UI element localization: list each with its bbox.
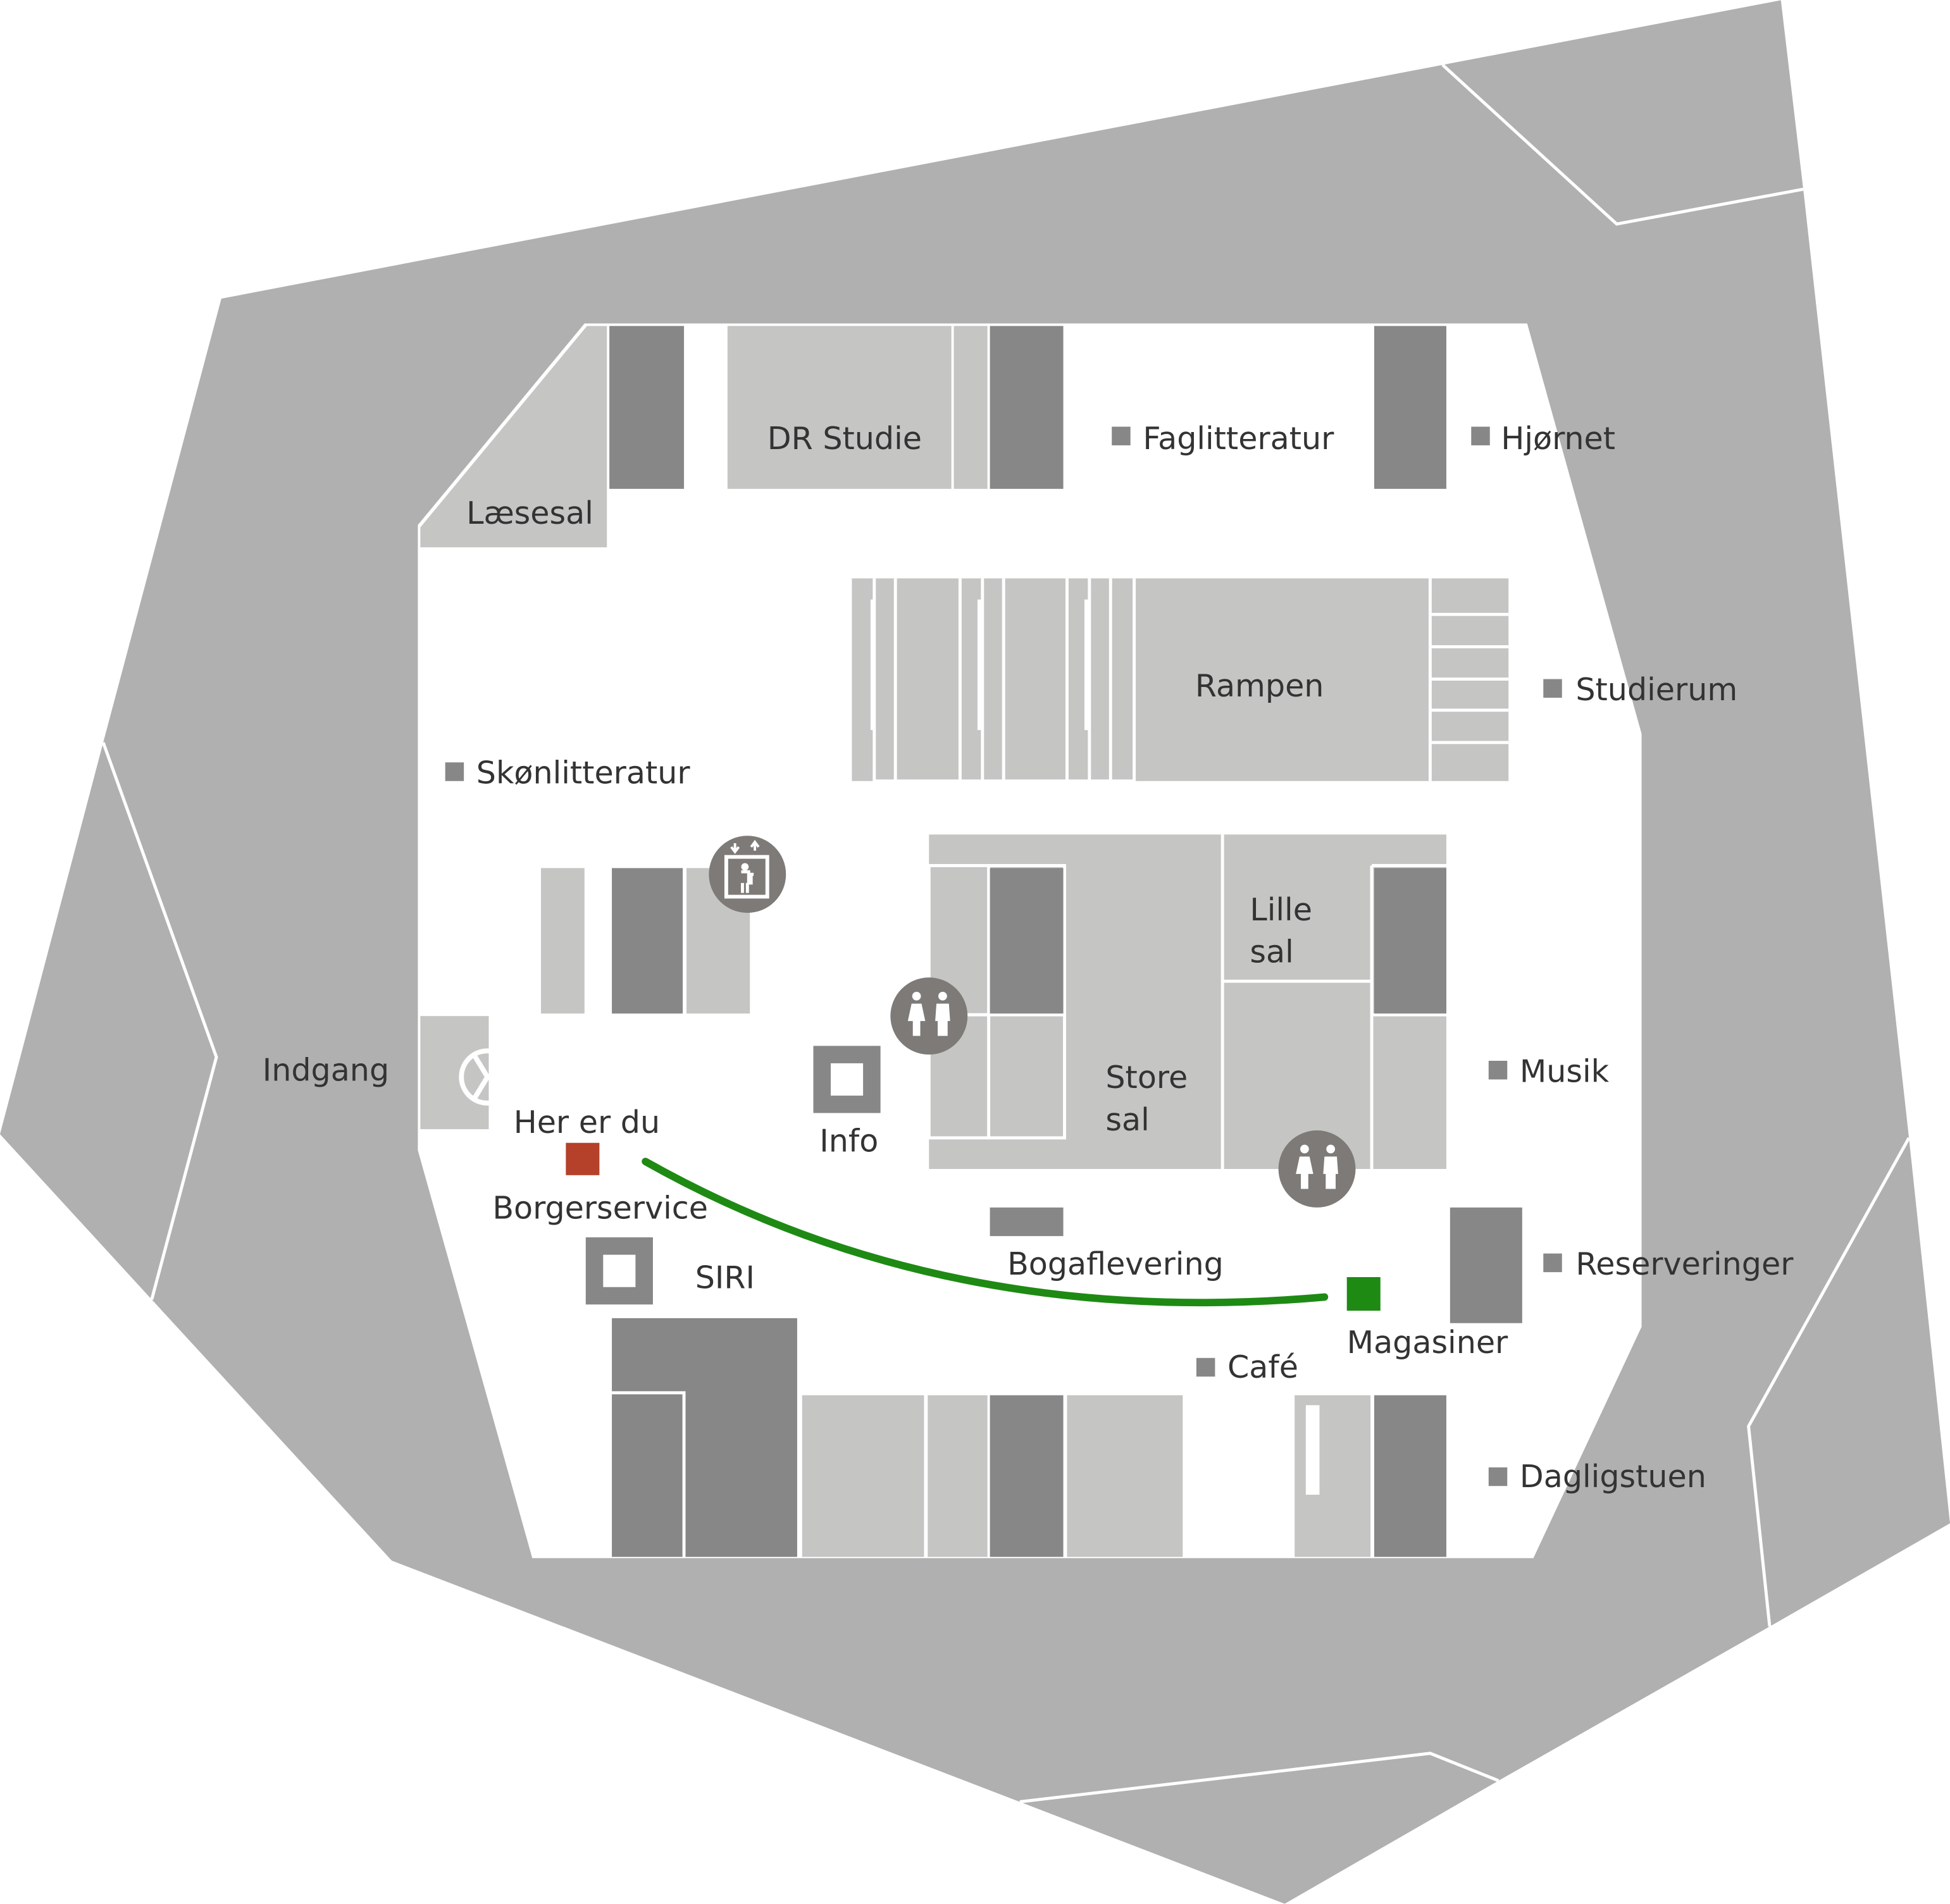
label-store-sal[interactable]: Store <box>1105 1059 1188 1096</box>
label-bogaflevering[interactable]: Bogaflevering <box>1007 1246 1224 1282</box>
destination-marker <box>1346 1277 1381 1311</box>
label-info[interactable]: Info <box>819 1122 878 1159</box>
label-magasiner[interactable]: Magasiner <box>1347 1324 1508 1361</box>
rooms <box>420 326 1522 1557</box>
label-cafe[interactable]: Café <box>1227 1349 1298 1385</box>
label-siri[interactable]: SIRI <box>695 1259 755 1296</box>
label-rampen[interactable]: Rampen <box>1195 667 1324 704</box>
laesesal-room <box>420 326 607 548</box>
you-are-here-marker <box>566 1142 600 1175</box>
label-store-sal-2[interactable]: sal <box>1105 1101 1149 1138</box>
label-bullets <box>445 426 1562 1487</box>
toilet-icon[interactable] <box>890 977 968 1055</box>
label-reserveringer[interactable]: Reserveringer <box>1575 1246 1794 1282</box>
label-musik[interactable]: Musik <box>1520 1053 1610 1089</box>
label-studierum[interactable]: Studierum <box>1575 671 1737 708</box>
toilet-icon[interactable] <box>1278 1130 1356 1208</box>
label-skonlitteratur[interactable]: Skønlitteratur <box>476 755 691 791</box>
label-faglitteratur[interactable]: Faglitteratur <box>1143 420 1334 457</box>
elevator-icon[interactable] <box>709 836 786 913</box>
label-borgerservice[interactable]: Borgerservice <box>492 1190 708 1227</box>
label-her-er-du: Her er du <box>514 1104 660 1141</box>
label-dagligstuen[interactable]: Dagligstuen <box>1520 1458 1706 1495</box>
label-hjornet[interactable]: Hjørnet <box>1501 420 1615 457</box>
label-indgang[interactable]: Indgang <box>263 1051 389 1088</box>
label-dr-studie[interactable]: DR Studie <box>767 420 922 457</box>
label-lille-sal[interactable]: Lille <box>1250 891 1312 928</box>
label-lille-sal-2[interactable]: sal <box>1250 934 1293 970</box>
rampen-room <box>852 578 1509 781</box>
labels: Læsesal DR Studie Faglitteratur Hjørnet … <box>263 420 1794 1495</box>
revolving-door-icon <box>459 1048 516 1106</box>
label-laesesal[interactable]: Læsesal <box>466 495 593 531</box>
route-line <box>642 1158 1329 1307</box>
